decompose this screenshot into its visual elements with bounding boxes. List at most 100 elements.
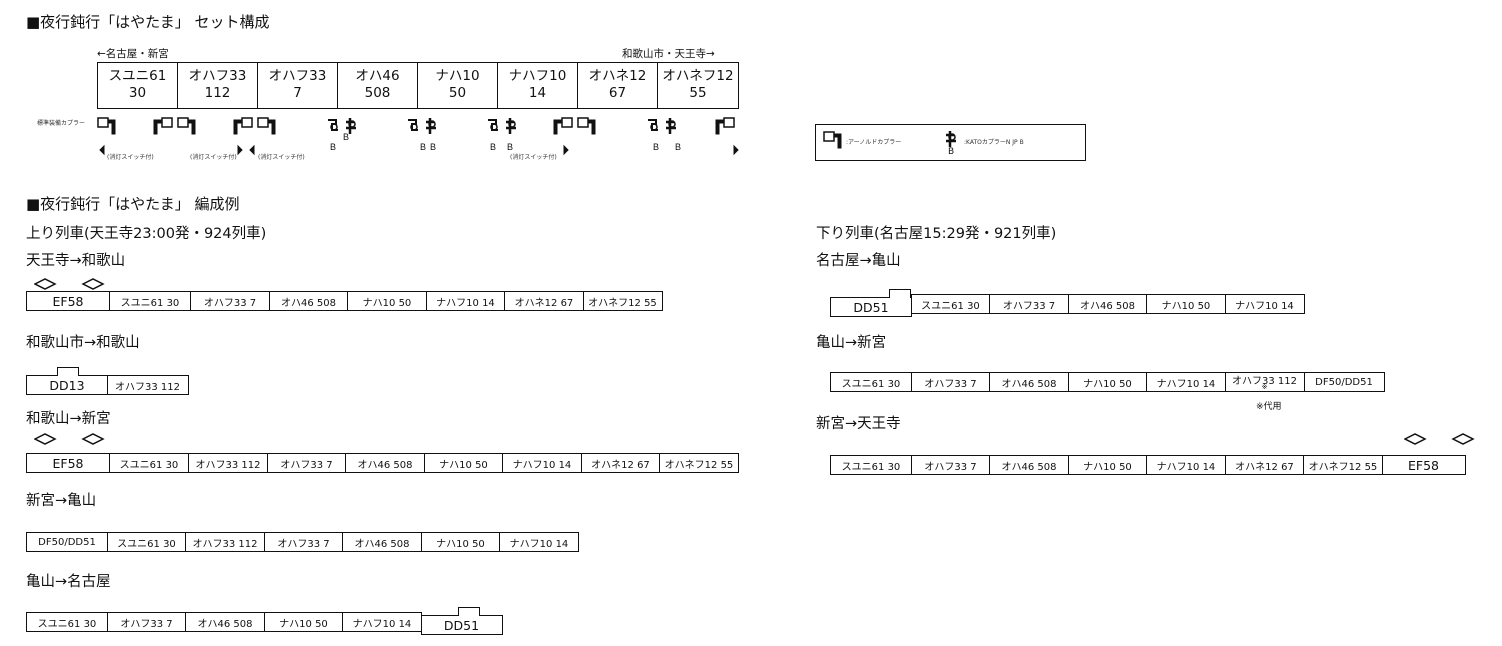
car: オハネフ12 55 <box>659 453 739 473</box>
arnold-coupler-icon <box>177 117 196 135</box>
coupler-legend: :アーノルドカプラー :KATOカプラーN JP B B <box>815 124 1086 161</box>
car: オハフ33 7 <box>263 532 344 552</box>
car: オハ46 508 <box>345 453 425 473</box>
kato-coupler-icon <box>426 118 436 134</box>
section-label: 新宮→亀山 <box>26 493 97 509</box>
section-label: 天王寺→和歌山 <box>26 253 126 269</box>
train-down-1: DD51 スユニ61 30 オハフ33 7 オハ46 508 ナハ10 50 ナ… <box>830 289 1305 317</box>
train-up-4: DF50/DD51 スユニ61 30 オハフ33 112 オハフ33 7 オハ4… <box>26 532 579 552</box>
tail-lamp-icon <box>563 144 569 156</box>
arnold-coupler-icon <box>153 117 173 135</box>
car: オハネ12 67 <box>504 291 584 311</box>
car: ナハフ10 14 <box>1146 372 1226 392</box>
locomotive: EF58 <box>26 453 110 473</box>
car: ナハ10 50 <box>1067 455 1148 475</box>
section-label: 新宮→天王寺 <box>816 416 901 432</box>
lamp-note: (消灯スイッチ付) <box>107 153 154 161</box>
car: オハフ33 7 <box>266 453 347 473</box>
car: オハネ12 67 <box>580 453 661 473</box>
b-mark: B <box>653 142 659 152</box>
car: オハフ33 112 <box>185 532 265 552</box>
car: スユニ61 30 <box>26 612 108 632</box>
car: ナハ10 50 <box>423 453 504 473</box>
b-mark: B <box>507 142 513 152</box>
car: ナハフ10 14 <box>502 453 582 473</box>
locomotive: DF50/DD51 <box>26 532 108 552</box>
substitute-mark: ※ <box>1261 383 1268 391</box>
car: オハフ33 112 <box>106 375 189 395</box>
locomotive: DD51 <box>420 607 503 635</box>
locomotive: EF58 <box>1381 455 1466 475</box>
lamp-note: (消灯スイッチ付) <box>258 153 305 161</box>
locomotive: DF50/DD51 <box>1303 372 1385 392</box>
section-label: 名古屋→亀山 <box>816 253 901 269</box>
car: ナハ10 50 <box>420 532 501 552</box>
train-up-2: DD13 オハフ33 112 <box>26 367 189 395</box>
section-label: 亀山→名古屋 <box>26 574 111 590</box>
car: スユニ61 30 <box>910 294 991 314</box>
b-mark: B <box>430 142 436 152</box>
arnold-coupler-icon <box>233 117 253 135</box>
legend-b: B <box>948 147 955 157</box>
car: スユニ61 30 <box>830 455 912 475</box>
car: オハ46 508 <box>989 372 1069 392</box>
b-mark: B <box>420 142 426 152</box>
car: ナハ10 50 <box>347 291 427 311</box>
train-down-3: スユニ61 30 オハフ33 7 オハ46 508 ナハ10 50 ナハフ10 … <box>830 455 1466 475</box>
section-label: 和歌山市→和歌山 <box>26 335 140 351</box>
tail-lamp-icon <box>249 144 255 156</box>
b-mark: B <box>343 132 349 142</box>
legend-arnold: :アーノルドカプラー <box>846 139 902 146</box>
arnold-coupler-icon <box>715 117 735 135</box>
locomotive: DD13 <box>26 367 108 395</box>
train-up-3: EF58 スユニ61 30 オハフ33 112 オハフ33 7 オハ46 508… <box>26 453 739 473</box>
car: オハ46 508 <box>185 612 265 632</box>
locomotive: DD51 <box>830 289 912 317</box>
down-train-title: 下り列車(名古屋15:29発・921列車) <box>816 226 1057 242</box>
b-mark: B <box>330 142 336 152</box>
tail-lamp-icon <box>99 144 105 156</box>
substitute-note: ※代用 <box>1256 402 1282 412</box>
car: ナハフ10 14 <box>342 612 422 632</box>
coupler-label: 標準装備カプラー <box>37 120 86 127</box>
car: オハフ33 7 <box>989 294 1069 314</box>
coupler-icons: B B B B B B B B (消灯スイッチ付) (消灯スイッチ付) (消灯ス… <box>97 117 739 161</box>
car: オハ46 508 <box>342 532 422 552</box>
b-mark: B <box>490 142 496 152</box>
car: ナハ10 50 <box>1067 372 1148 392</box>
kato-coupler-icon <box>346 118 356 134</box>
car: オハフ33 112 <box>188 453 268 473</box>
kato-coupler-icon <box>408 119 418 131</box>
car: オハフ33 7 <box>190 291 270 311</box>
kato-coupler-icon <box>488 119 498 131</box>
direction-left: ←名古屋・新宮 <box>97 48 169 60</box>
kato-coupler-icon <box>328 119 338 131</box>
locomotive: EF58 <box>26 291 110 311</box>
lamp-note: (消灯スイッチ付) <box>190 153 237 161</box>
car: ナハ10 50 <box>1146 294 1226 314</box>
section-label: 亀山→新宮 <box>816 335 887 351</box>
car: ナハフ10 14 <box>1224 294 1305 314</box>
car: オハフ33 7 <box>106 612 187 632</box>
substitute-car: オハフ33 112※ <box>1224 372 1305 392</box>
car: オハフ33 7 <box>910 372 991 392</box>
set-heading: ■夜行鈍行「はやたま」 セット構成 <box>26 13 270 31</box>
train-down-2: スユニ61 30 オハフ33 7 オハ46 508 ナハ10 50 ナハフ10 … <box>830 372 1385 392</box>
car: オハ46 508 <box>1067 294 1148 314</box>
pantograph-icon <box>1404 433 1475 445</box>
car: オハネフ12 55 <box>582 291 663 311</box>
up-train-title: 上り列車(天王寺23:00発・924列車) <box>26 226 267 242</box>
lamp-note: (消灯スイッチ付) <box>510 153 557 161</box>
kato-coupler-icon <box>506 118 516 134</box>
car: オハネフ12 55 <box>1303 455 1383 475</box>
tail-lamp-icon <box>237 144 243 156</box>
tail-lamp-icon <box>733 144 739 156</box>
arnold-coupler-icon <box>577 117 596 135</box>
